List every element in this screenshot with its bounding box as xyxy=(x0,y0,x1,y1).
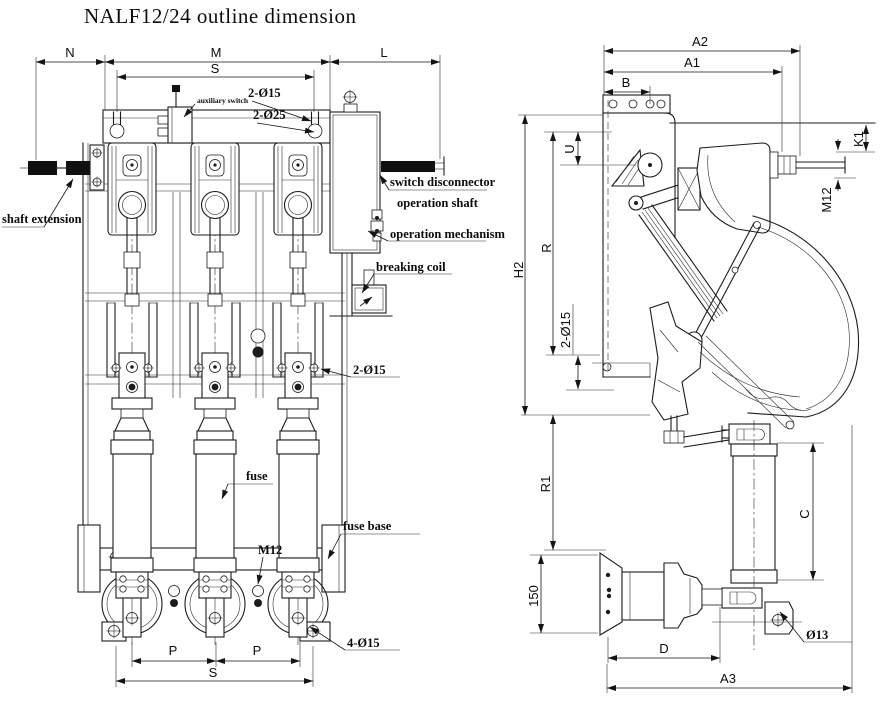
callout-fuse: fuse xyxy=(246,469,268,483)
fixed-contact-bracket xyxy=(696,142,771,234)
dim-l: L xyxy=(380,45,387,60)
top-mounting-channel xyxy=(102,109,331,144)
insulator-mounting-plate xyxy=(599,551,623,636)
dim-a2: A2 xyxy=(692,34,708,49)
callout-fuse-base: fuse base xyxy=(343,519,392,533)
drawing-title: NALF12/24 outline dimension xyxy=(84,4,357,28)
arc-barrier xyxy=(747,215,860,418)
callout-hole-13: Ø13 xyxy=(806,628,828,642)
dim-b: B xyxy=(622,75,631,90)
dim-s-bottom: S xyxy=(209,665,218,680)
dim-a3: A3 xyxy=(720,671,736,686)
operation-shaft xyxy=(381,161,435,172)
dim-h2: H2 xyxy=(511,262,526,279)
keyhole-slot-right xyxy=(307,111,323,139)
callout-m12: M12 xyxy=(258,543,282,557)
switch-blade-link xyxy=(685,221,761,349)
m12-stud-hole xyxy=(252,585,264,597)
drive-spring-rod xyxy=(638,204,728,322)
front-view: N M L S P P S auxiliary switch 2-Ø15 2-Ø… xyxy=(2,45,506,687)
dim-p-right: P xyxy=(253,643,262,658)
dim-c: C xyxy=(797,509,812,518)
dim-holes-frame: 2-Ø15 xyxy=(558,312,573,348)
side-view: A2 A1 B K1 M12 H2 xyxy=(511,34,876,693)
callout-operation-mechanism: operation mechanism xyxy=(390,227,506,241)
lower-hinge-casting xyxy=(649,301,703,421)
dim-s-top: S xyxy=(211,61,220,76)
keyhole-slot-left xyxy=(109,111,125,139)
dim-n: N xyxy=(65,45,74,60)
dim-d: D xyxy=(659,641,668,656)
callout-shaft-extension: shaft extension xyxy=(2,212,82,226)
callout-breaking-coil: breaking coil xyxy=(376,260,446,274)
callout-holes-2x25: 2-Ø25 xyxy=(253,108,286,122)
callout-operation-shaft-1: switch disconnector xyxy=(390,175,496,189)
shaft-extension-rod xyxy=(28,161,57,175)
frame-hole-2x15 xyxy=(602,362,612,372)
dim-k1: K1 xyxy=(851,131,866,147)
upper-fuse-clip xyxy=(728,423,771,445)
dim-a1: A1 xyxy=(684,55,700,70)
m12-bolt xyxy=(777,155,797,175)
dim-150: 150 xyxy=(526,585,541,607)
callout-holes-contact: 2-Ø15 xyxy=(353,363,386,377)
dim-m12: M12 xyxy=(819,187,834,212)
dim-r1: R1 xyxy=(538,476,553,493)
callout-holes-2x15-top: 2-Ø15 xyxy=(248,86,281,100)
callout-holes-4x15: 4-Ø15 xyxy=(347,636,380,650)
dim-p-left: P xyxy=(169,643,178,658)
callout-auxiliary-switch: auxiliary switch xyxy=(197,96,249,105)
operation-mechanism-box xyxy=(329,111,381,254)
fuse-base-end-plate xyxy=(321,524,346,593)
dim-u: U xyxy=(562,144,577,153)
dim-m: M xyxy=(211,45,222,60)
post-insulator xyxy=(621,571,665,621)
callout-operation-shaft-2: operation shaft xyxy=(397,196,479,210)
dim-r: R xyxy=(539,243,554,252)
